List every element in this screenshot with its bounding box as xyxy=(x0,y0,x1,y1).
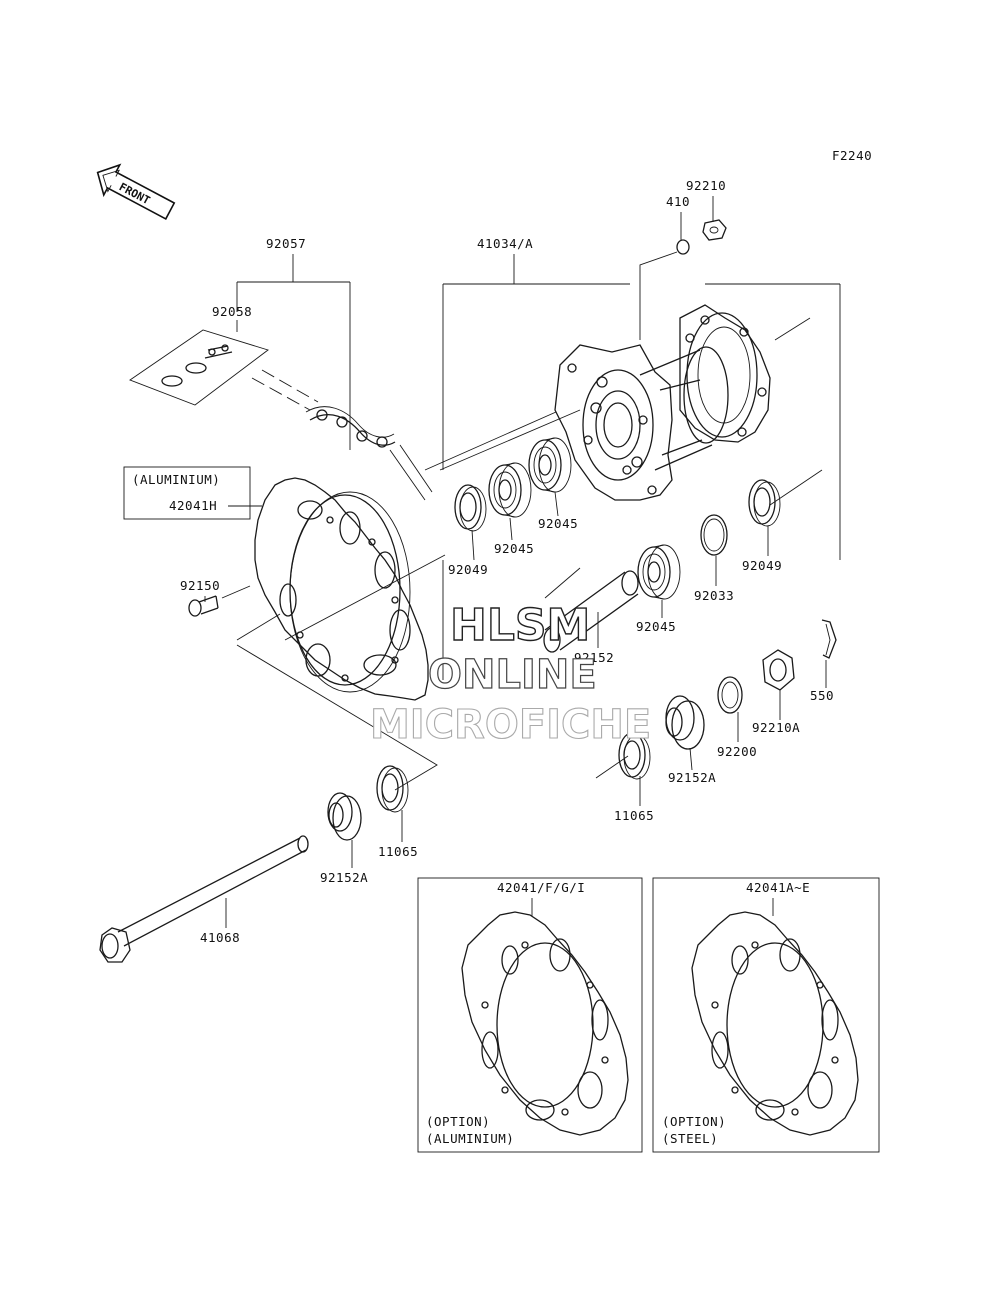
washer-410-icon xyxy=(676,239,690,255)
label-42041FGI: 42041/F/G/I xyxy=(497,880,585,895)
watermark-line3: MICROFICHE xyxy=(370,702,651,748)
label-92045-c: 92045 xyxy=(636,619,676,634)
option-label-1: (OPTION) xyxy=(426,1114,490,1129)
option-box-aluminium: 42041/F/G/I (OPTION) (ALUMINIUM) xyxy=(417,877,643,1153)
label-11065-left: 11065 xyxy=(378,844,418,859)
label-92057: 92057 xyxy=(266,236,306,251)
option-sublabel-1: (ALUMINIUM) xyxy=(426,1131,514,1146)
bearing-92045-b xyxy=(488,462,532,518)
bearing-92045-a xyxy=(528,437,572,493)
aluminium-callout: (ALUMINIUM) 42041H xyxy=(123,466,262,520)
option-sublabel-2: (STEEL) xyxy=(662,1131,718,1146)
watermark-line2: ONLINE xyxy=(428,652,597,698)
label-92049-right: 92049 xyxy=(742,558,782,573)
option-label-2: (OPTION) xyxy=(662,1114,726,1129)
sprocket-42041H xyxy=(254,477,429,701)
seal-11065-left xyxy=(376,765,409,813)
label-42041H: 42041H xyxy=(169,498,217,513)
chain-callout: 92057 92058 xyxy=(129,236,433,501)
label-11065-right: 11065 xyxy=(614,808,654,823)
seal-92049-left xyxy=(454,484,487,532)
label-92045-a: 92045 xyxy=(538,516,578,531)
label-41034: 41034/A xyxy=(477,236,533,251)
spacer-92152-icon xyxy=(543,570,639,653)
label-92150: 92150 xyxy=(180,578,220,593)
rear-hub xyxy=(554,304,771,501)
axle-41068-icon xyxy=(99,835,309,963)
option-box-steel: 42041A~E (OPTION) (STEEL) xyxy=(652,877,880,1153)
cotter-pin-550-icon xyxy=(821,619,837,659)
castle-nut-92210A-icon xyxy=(762,649,795,691)
label-410: 410 xyxy=(666,194,690,209)
label-92152A-left: 92152A xyxy=(320,870,368,885)
watermark-line1: HLSM xyxy=(450,600,590,651)
label-92152: 92152 xyxy=(574,650,614,665)
label-92200: 92200 xyxy=(717,744,757,759)
drive-chain xyxy=(251,369,433,501)
label-92045-b: 92045 xyxy=(494,541,534,556)
collar-92152A-right-icon xyxy=(665,695,705,750)
sprocket-42041AE xyxy=(691,911,859,1136)
collar-92152A-left-icon xyxy=(327,792,362,841)
label-550: 550 xyxy=(810,688,834,703)
bolt-92150-icon xyxy=(188,585,251,617)
nut-92210-icon xyxy=(702,219,727,241)
label-92210A: 92210A xyxy=(752,720,800,735)
label-92210: 92210 xyxy=(686,178,726,193)
label-aluminium: (ALUMINIUM) xyxy=(132,472,220,487)
hub-callout: 41034/A xyxy=(442,236,841,680)
bearing-92045-c xyxy=(637,544,681,600)
label-41068: 41068 xyxy=(200,930,240,945)
label-92058: 92058 xyxy=(212,304,252,319)
sprocket-42041FGI xyxy=(461,911,629,1136)
label-92033: 92033 xyxy=(694,588,734,603)
diagram-code: F2240 xyxy=(832,148,872,163)
circlip-92033-icon xyxy=(700,514,728,556)
watermark: HLSM ONLINE MICROFICHE xyxy=(369,599,651,748)
collar-92200-icon xyxy=(717,676,743,714)
label-42041AE: 42041A~E xyxy=(746,880,810,895)
front-arrow-icon: FRONT xyxy=(96,163,176,220)
master-link-icon xyxy=(161,344,233,387)
label-92152A-right: 92152A xyxy=(668,770,716,785)
label-92049-left: 92049 xyxy=(448,562,488,577)
seal-92049-right xyxy=(748,479,781,527)
chain-link-plate xyxy=(129,329,269,406)
